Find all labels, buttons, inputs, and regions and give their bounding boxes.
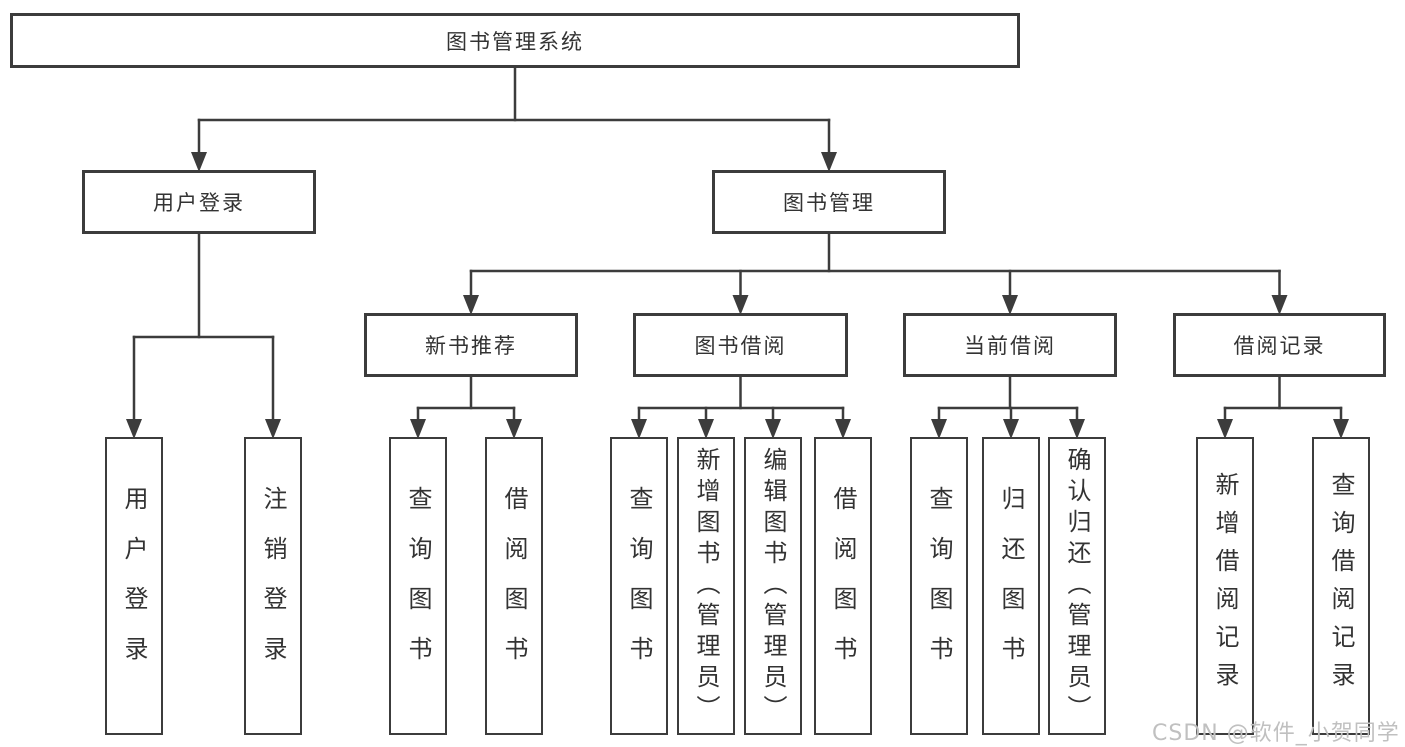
node-leaf-query-book-1: 查询图书 — [389, 437, 447, 735]
node-label: 确认归还（管理员） — [1063, 446, 1091, 726]
node-label: 当前借阅 — [964, 334, 1056, 358]
node-book-mgmt: 图书管理 — [712, 170, 946, 234]
node-label: 新增借阅记录 — [1211, 472, 1239, 700]
node-label: 借阅图书 — [500, 486, 528, 686]
watermark: CSDN @软件_小贺同学 — [1152, 721, 1400, 746]
node-label: 图书管理 — [783, 191, 875, 215]
node-leaf-user-login: 用户登录 — [105, 437, 163, 735]
node-leaf-confirm-return: 确认归还（管理员） — [1048, 437, 1106, 735]
node-leaf-query-borrow-record: 查询借阅记录 — [1312, 437, 1370, 735]
node-label: 新书推荐 — [425, 334, 517, 358]
node-label: 用户登录 — [120, 486, 148, 686]
node-label: 归还图书 — [997, 486, 1025, 686]
node-leaf-logout: 注销登录 — [244, 437, 302, 735]
node-label: 查询图书 — [925, 486, 953, 686]
node-label: 用户登录 — [153, 191, 245, 215]
node-leaf-query-book-3: 查询图书 — [910, 437, 968, 735]
node-user-login: 用户登录 — [82, 170, 316, 234]
node-label: 查询图书 — [404, 486, 432, 686]
node-label: 查询图书 — [625, 486, 653, 686]
node-label: 编辑图书（管理员） — [759, 446, 787, 726]
node-root: 图书管理系统 — [10, 13, 1020, 68]
node-leaf-borrow-book-1: 借阅图书 — [485, 437, 543, 735]
node-label: 图书管理系统 — [446, 29, 584, 54]
node-label: 借阅记录 — [1233, 334, 1326, 358]
node-current-borrow: 当前借阅 — [903, 313, 1117, 377]
node-label: 查询借阅记录 — [1327, 472, 1355, 700]
node-new-book-rec: 新书推荐 — [364, 313, 578, 377]
node-label: 图书借阅 — [694, 334, 787, 358]
node-label: 借阅图书 — [829, 486, 857, 686]
node-leaf-query-book-2: 查询图书 — [610, 437, 668, 735]
node-leaf-return-book: 归还图书 — [982, 437, 1040, 735]
node-label: 新增图书（管理员） — [692, 446, 720, 726]
node-leaf-add-borrow-record: 新增借阅记录 — [1196, 437, 1254, 735]
node-book-borrow: 图书借阅 — [633, 313, 848, 377]
node-label: 注销登录 — [259, 486, 287, 686]
node-leaf-borrow-book-2: 借阅图书 — [814, 437, 872, 735]
node-leaf-edit-book: 编辑图书（管理员） — [744, 437, 802, 735]
node-leaf-add-book: 新增图书（管理员） — [677, 437, 735, 735]
node-borrow-records: 借阅记录 — [1173, 313, 1386, 377]
